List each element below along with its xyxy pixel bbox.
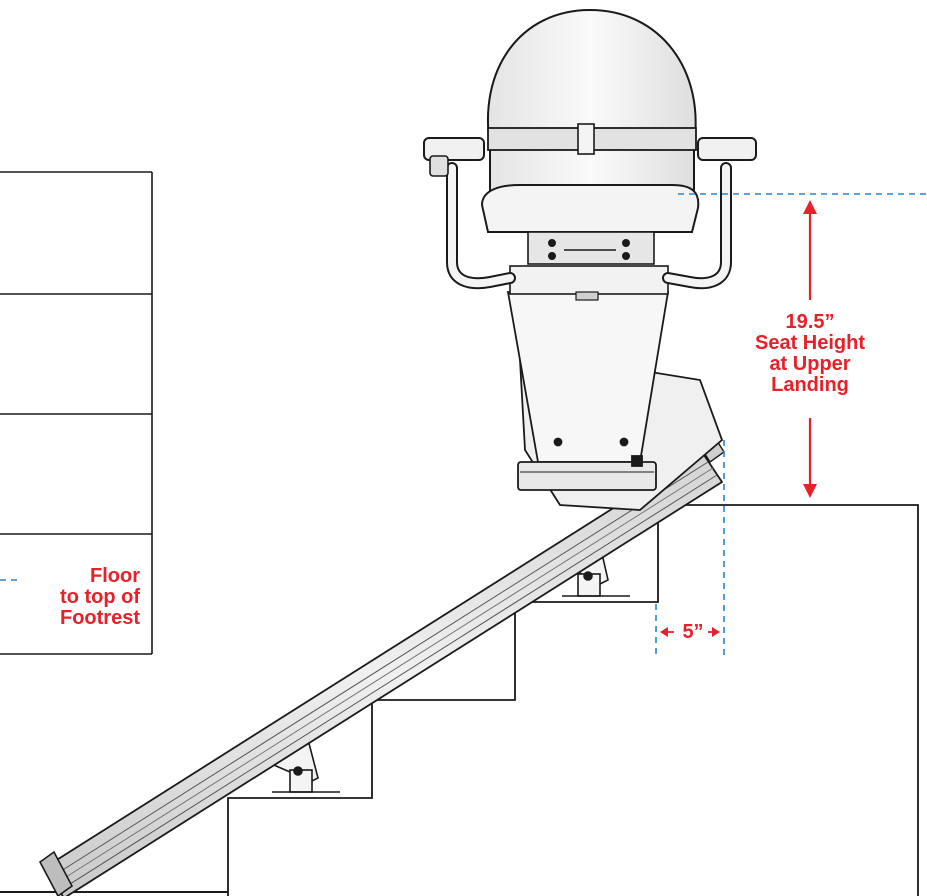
- floor-line1: Floor: [90, 565, 140, 587]
- floor-to-footrest-annotation: Floor to top of Footrest: [10, 566, 140, 629]
- seat-height-value: 19.5”: [785, 311, 835, 333]
- seat-height-line2: at Upper: [769, 353, 851, 375]
- lower-wall-panel: [0, 171, 153, 655]
- seat-height-line3: Landing: [771, 374, 849, 396]
- seat-height-arrows: [803, 200, 817, 498]
- arrow-left-icon: [660, 627, 668, 637]
- clearance-value: 5”: [682, 621, 704, 643]
- arrow-up-icon: [803, 200, 817, 214]
- seat-height-line1: Seat Height: [754, 332, 866, 354]
- clearance-arrows: [660, 627, 720, 637]
- floor-line3: Footrest: [60, 607, 140, 629]
- floor-line2: to top of: [60, 586, 140, 608]
- guide-lines: [0, 193, 927, 655]
- stairlift-carriage: [506, 291, 724, 511]
- stairlift-rail: [38, 434, 725, 896]
- stairlift-seat: [423, 8, 757, 301]
- seat-height-annotation: 19.5” Seat Height at Upper Landing: [735, 312, 885, 396]
- staircase: [227, 504, 919, 896]
- arrow-down-icon: [803, 484, 817, 498]
- arrow-right-icon: [712, 627, 720, 637]
